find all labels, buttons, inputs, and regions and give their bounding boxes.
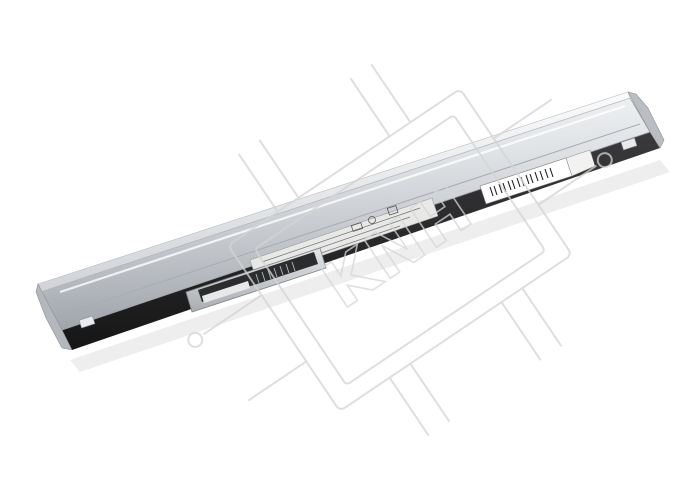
- battery-left-end: [35, 283, 73, 351]
- barcode-sticker: [479, 157, 573, 205]
- battery: [35, 91, 665, 351]
- battery-connector: [185, 247, 327, 313]
- battery-right-end: [627, 91, 665, 149]
- latch-clip-right: [620, 137, 638, 151]
- latch-clip-left: [78, 315, 96, 329]
- certification-marks: [350, 205, 399, 232]
